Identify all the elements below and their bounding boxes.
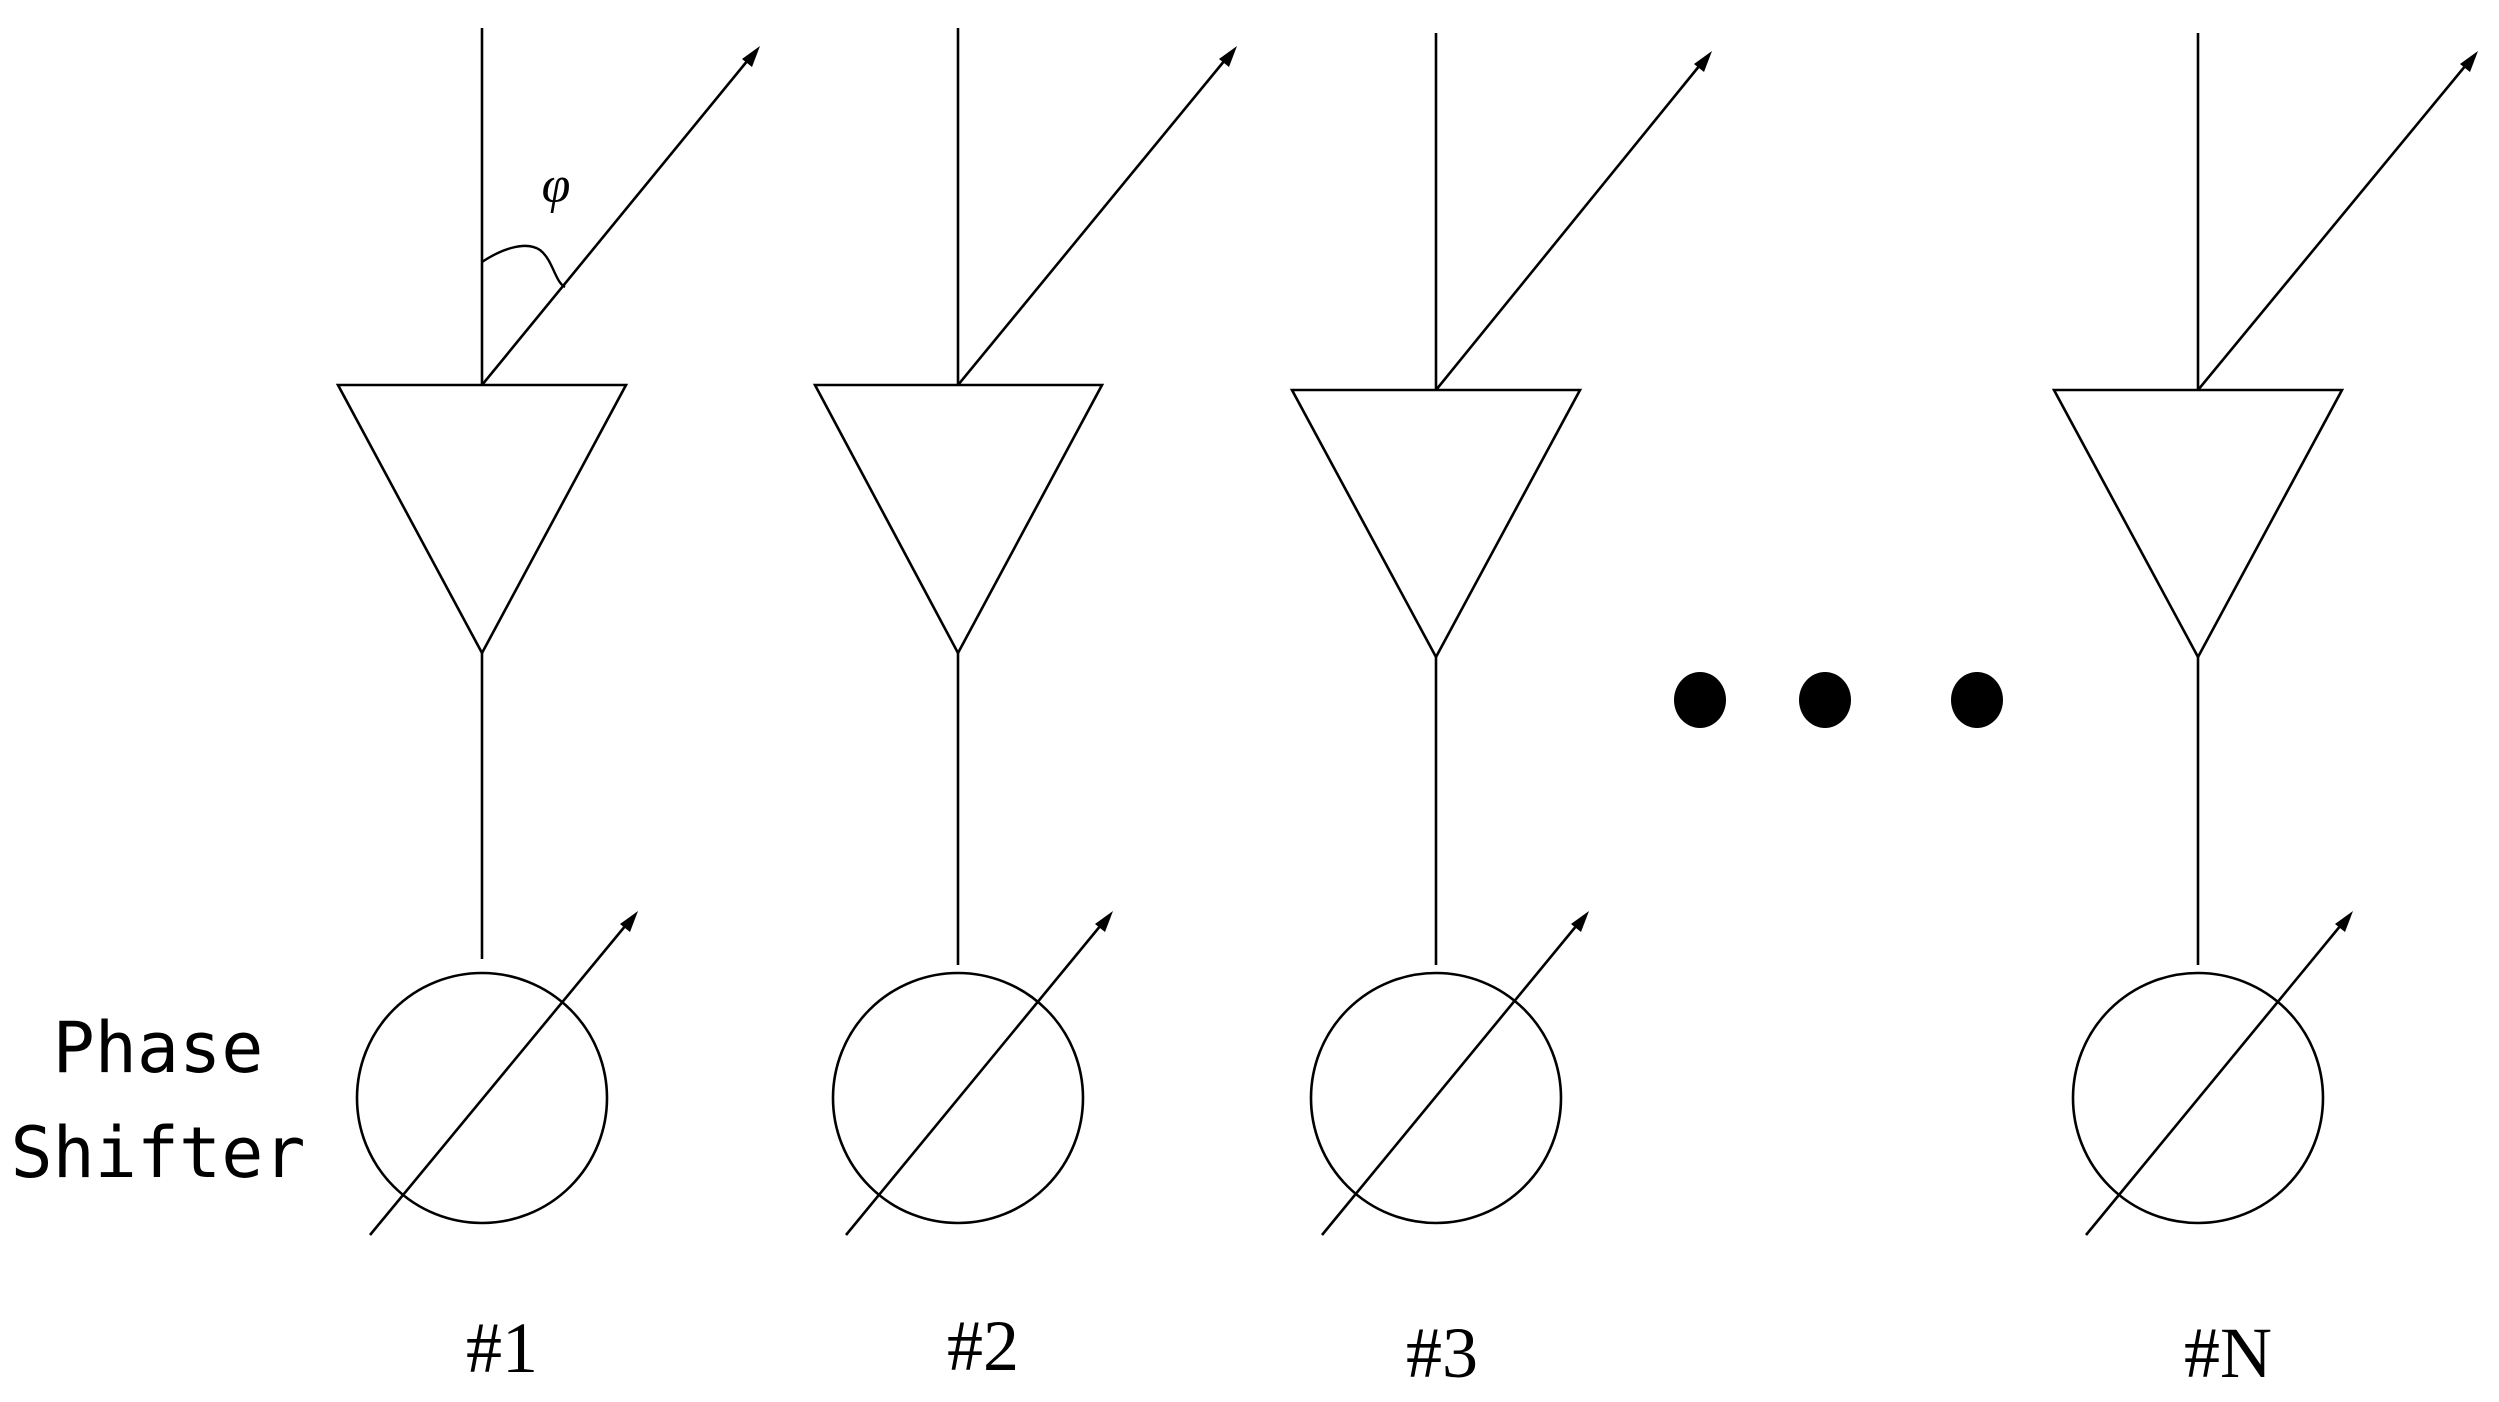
element-label: #N	[2184, 1313, 2272, 1393]
phase-shifter-arrow-head	[620, 911, 638, 932]
amplifier-triangle	[812, 383, 1105, 656]
amplifier-triangle	[335, 383, 629, 656]
element-label: #2	[947, 1306, 1019, 1386]
ellipsis-dot	[1674, 672, 1726, 728]
beam-direction-arrow	[956, 59, 1227, 386]
phase-shifter-arrow	[368, 924, 628, 1236]
array-element-1: φ #1	[335, 28, 760, 1388]
amplifier-triangle	[1289, 388, 1583, 660]
beam-arrow-head	[742, 46, 760, 67]
array-element-3: #3	[1289, 33, 1712, 1393]
side-label-line-1: Phase	[53, 1007, 264, 1089]
array-element-2: #2	[812, 28, 1237, 1386]
array-element-n: #N	[2051, 33, 2478, 1393]
beam-direction-arrow	[1434, 64, 1702, 391]
phase-shifter-arrow	[2084, 924, 2343, 1236]
angle-phi-label: φ	[542, 157, 571, 214]
element-label: #3	[1406, 1313, 1478, 1393]
beam-arrow-head	[1219, 46, 1237, 67]
beam-direction-arrow	[2196, 64, 2468, 391]
ellipsis-dot	[1951, 672, 2003, 728]
phase-shifter-arrow-head	[2335, 911, 2353, 932]
phase-shifter-arrow-head	[1571, 911, 1589, 932]
beam-arrow-head	[1694, 51, 1712, 72]
phase-shifter-arrow	[844, 924, 1103, 1236]
angle-arc	[481, 244, 566, 289]
beam-arrow-head	[2460, 51, 2478, 72]
side-label-line-2: Shifter	[10, 1112, 305, 1194]
phase-shifter-arrow	[1320, 924, 1579, 1236]
phase-shifter-arrow-head	[1095, 911, 1113, 932]
amplifier-triangle	[2051, 388, 2345, 660]
element-label: #1	[466, 1308, 538, 1388]
ellipsis-dots	[1674, 672, 2003, 728]
beam-direction-arrow	[480, 59, 750, 386]
ellipsis-dot	[1799, 672, 1851, 728]
